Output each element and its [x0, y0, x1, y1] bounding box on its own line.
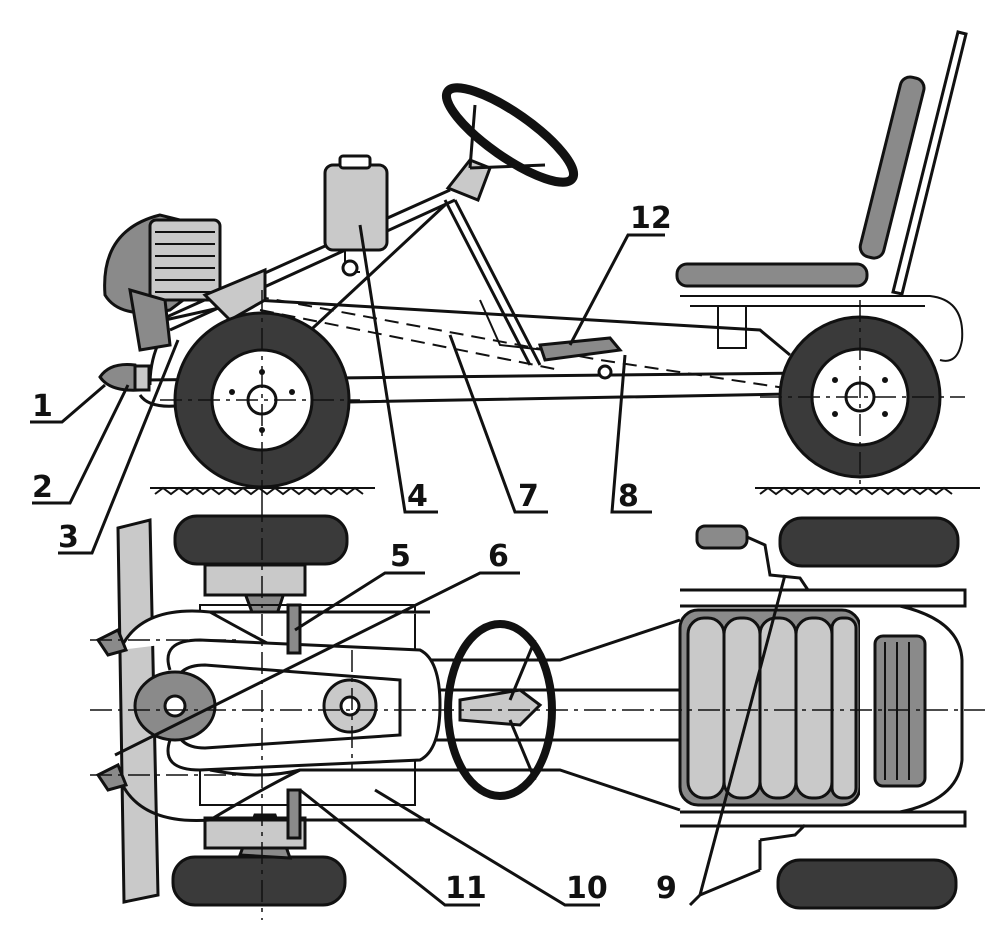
rear-wheel-top-right: [776, 858, 958, 910]
front-wheel-side: [173, 311, 351, 489]
label-4: 4: [407, 479, 428, 514]
pedal: [537, 336, 623, 380]
top-view: [90, 500, 985, 920]
seat-cushion: [675, 262, 869, 288]
label-7: 7: [518, 479, 539, 514]
label-9: 9: [656, 871, 677, 906]
label-3: 3: [58, 520, 79, 555]
label-12: 12: [630, 201, 672, 236]
control-levers: [695, 524, 810, 870]
headlight-top-left: [95, 627, 129, 657]
engine-top: [133, 670, 217, 742]
headlight-top-right: [95, 762, 129, 792]
leader-lines: [30, 224, 787, 907]
label-6: 6: [488, 539, 509, 574]
label-5: 5: [390, 539, 411, 574]
part-labels: 1 2 3 4 5 6 7 8 9 10 11 12: [32, 201, 677, 906]
side-view: [98, 30, 980, 500]
ground-rear: [755, 486, 980, 496]
fuel-tank: [323, 154, 389, 277]
seat-back: [858, 30, 968, 296]
steering-wheel: [441, 83, 579, 187]
label-8: 8: [618, 479, 639, 514]
rear-wheel-top-left: [778, 516, 960, 568]
headlight: [98, 363, 151, 392]
seat-top: [678, 604, 964, 814]
label-11: 11: [445, 871, 487, 906]
chain-drive: [166, 638, 442, 772]
label-10: 10: [566, 871, 608, 906]
label-2: 2: [32, 470, 53, 505]
engine: [103, 213, 267, 352]
label-1: 1: [32, 389, 53, 424]
